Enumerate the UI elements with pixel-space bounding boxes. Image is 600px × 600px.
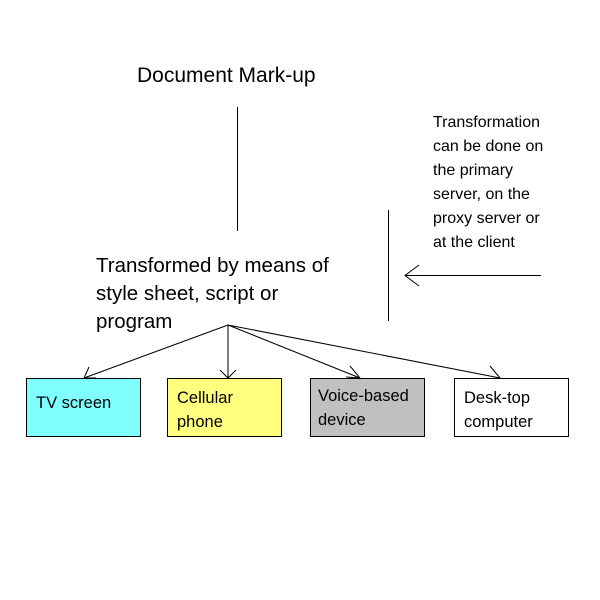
box-label: device: [318, 411, 366, 429]
transform-line: program: [96, 310, 173, 333]
note-line: server, on the: [433, 186, 530, 203]
cellular-phone-box: Cellular phone: [167, 378, 282, 437]
note-line: can be done on: [433, 138, 544, 155]
note-line: proxy server or: [433, 210, 540, 227]
document-markup-label: Document Mark-up: [137, 64, 316, 87]
box-label: TV screen: [36, 394, 112, 412]
transformation-note: Transformation can be done on the primar…: [433, 111, 543, 255]
box-label: computer: [464, 413, 533, 431]
transform-label: Transformed by means of style sheet, scr…: [96, 252, 329, 336]
desktop-computer-box: Desk-top computer: [454, 378, 569, 437]
tv-screen-box: TV screen: [26, 378, 141, 437]
left-arrow: [404, 264, 541, 287]
box-label: Cellular: [177, 389, 233, 407]
box-label: Desk-top: [464, 389, 531, 407]
note-line: Transformation: [433, 114, 540, 131]
box-label: phone: [177, 413, 223, 431]
note-line: at the client: [433, 234, 515, 251]
note-line: the primary: [433, 162, 514, 179]
box-label: Voice-based: [318, 387, 409, 405]
transform-line: style sheet, script or: [96, 282, 279, 305]
voice-device-box: Voice-based device: [310, 378, 425, 437]
transform-line: Transformed by means of: [96, 254, 329, 277]
